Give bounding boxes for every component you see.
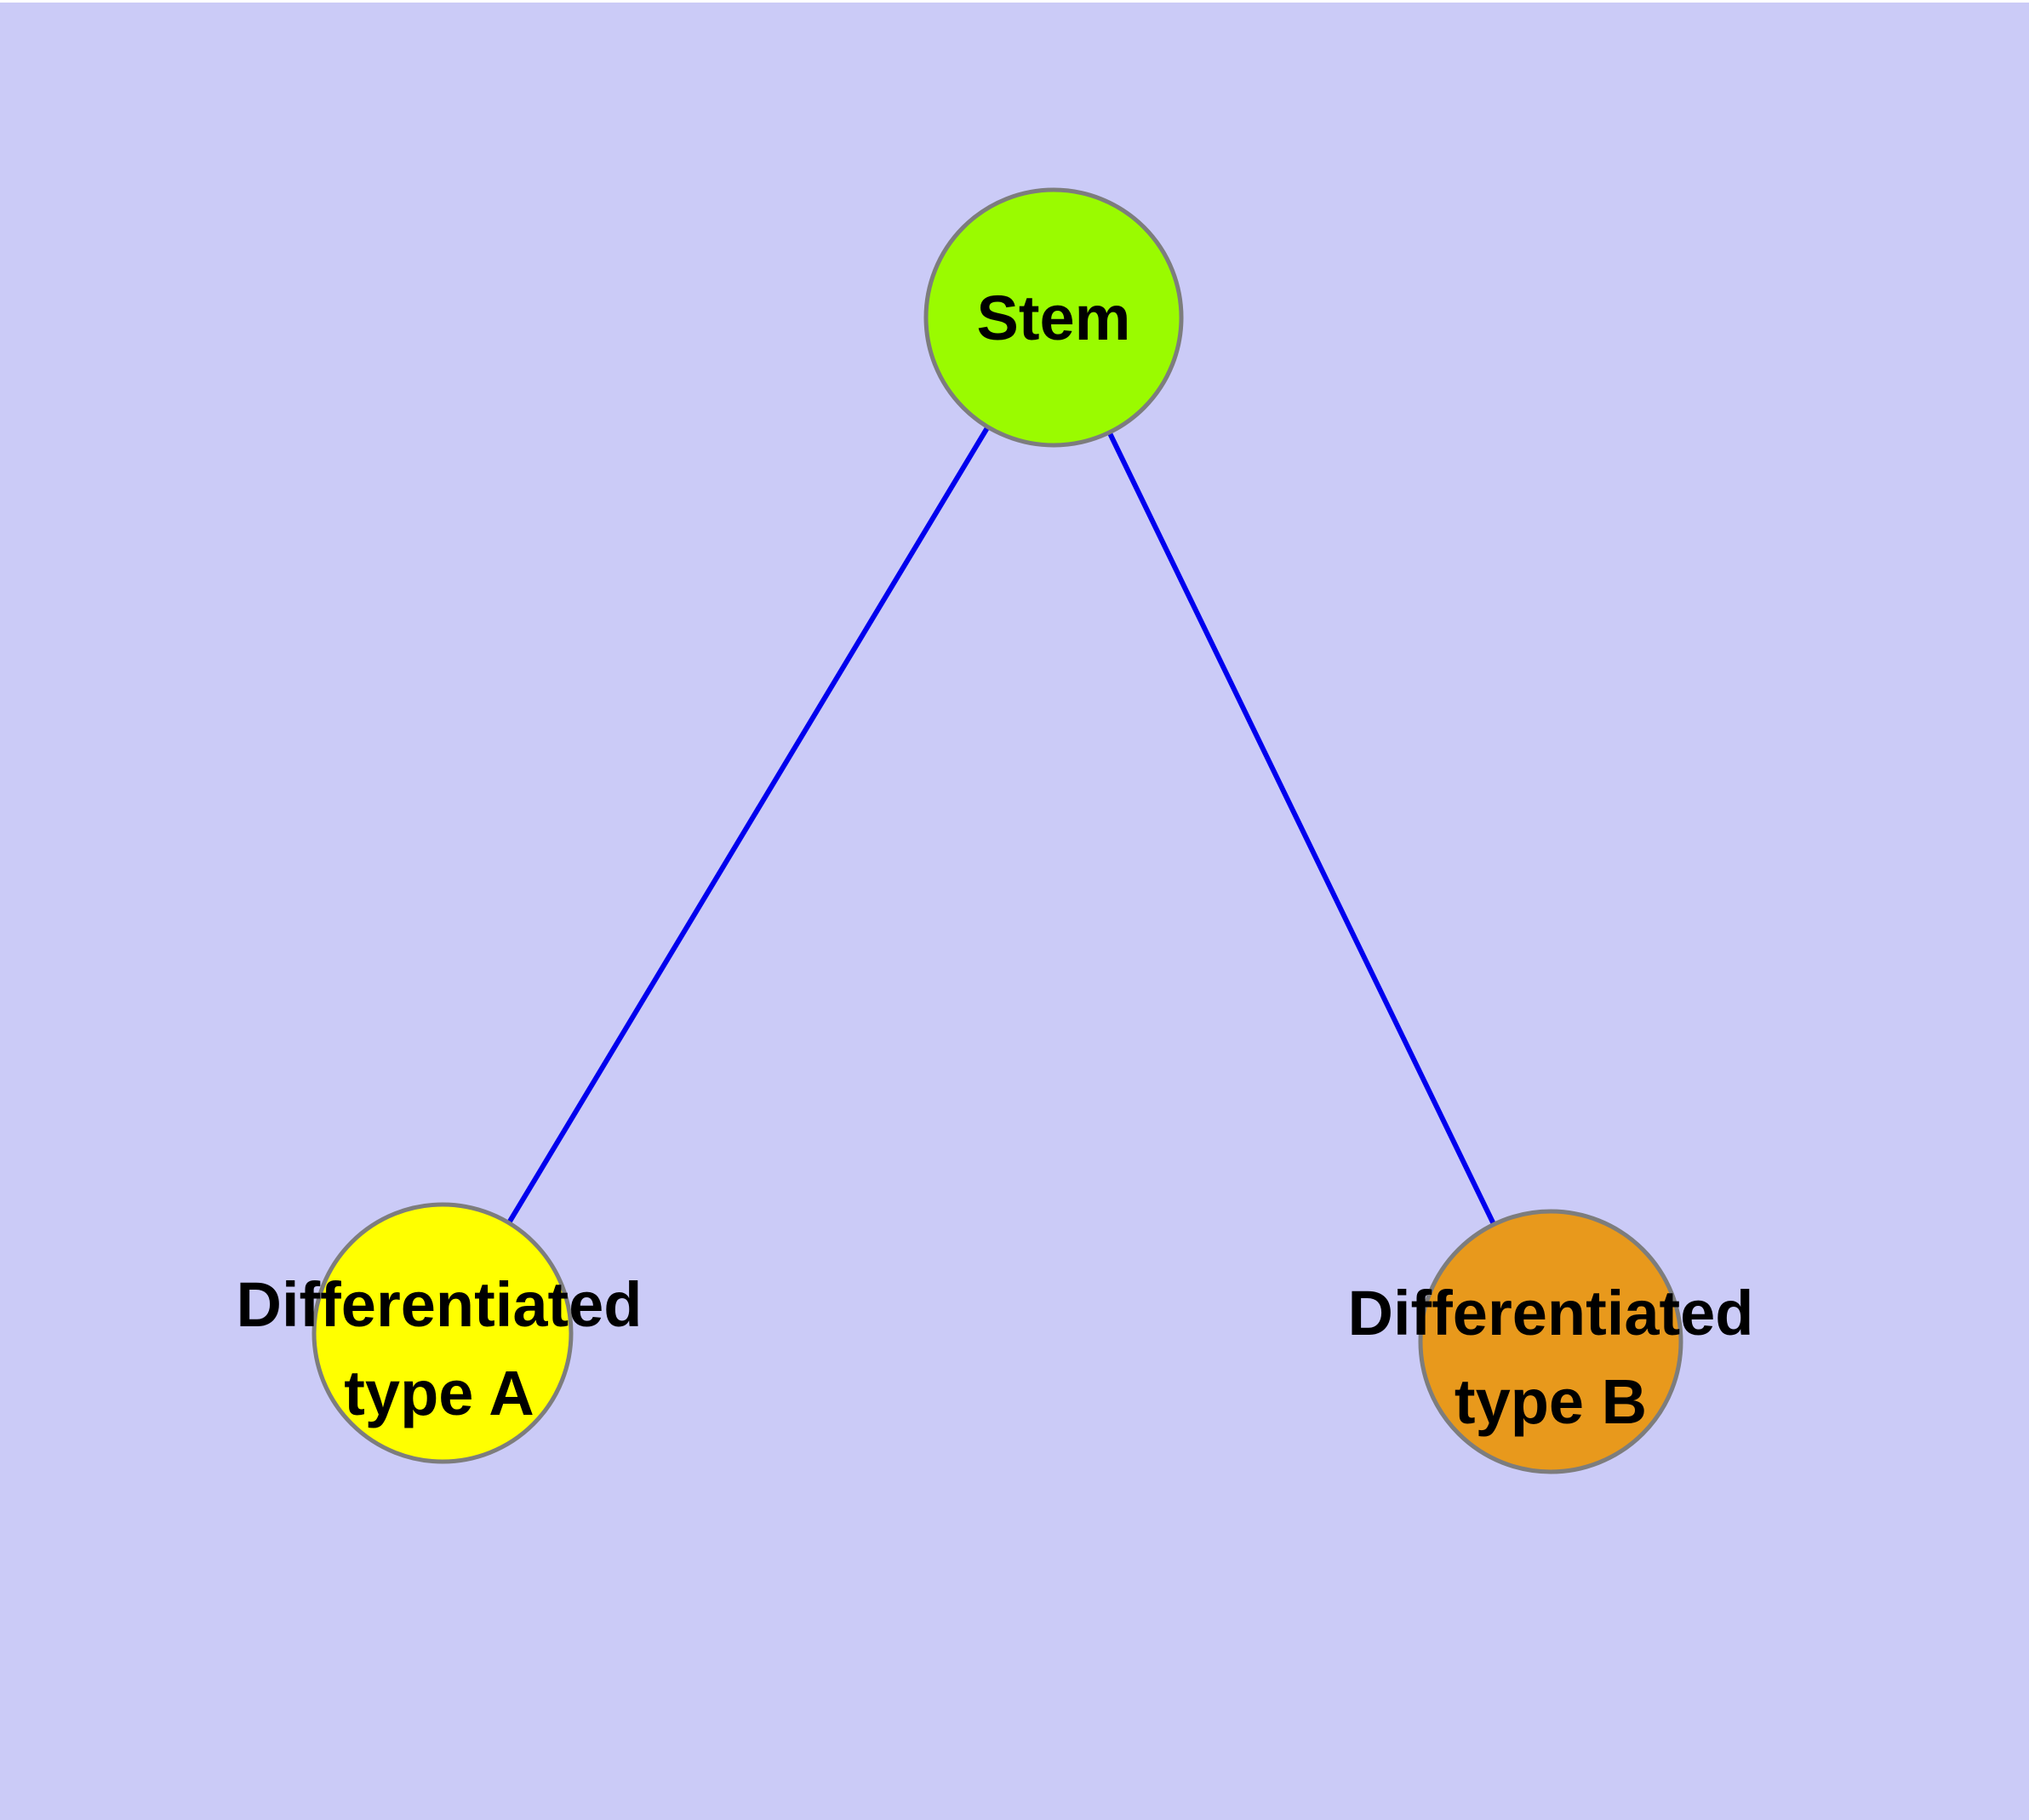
window-top-border xyxy=(0,0,2029,3)
node-differentiated-type-b xyxy=(1418,1209,1683,1474)
node-differentiated-type-a xyxy=(311,1202,574,1464)
node-label-stem: Stem xyxy=(977,283,1131,353)
node-stem xyxy=(923,187,1184,448)
edge-stem-to-differentiated-type-b xyxy=(1051,316,1553,1343)
edge-stem-to-differentiated-type-a xyxy=(440,316,1056,1335)
